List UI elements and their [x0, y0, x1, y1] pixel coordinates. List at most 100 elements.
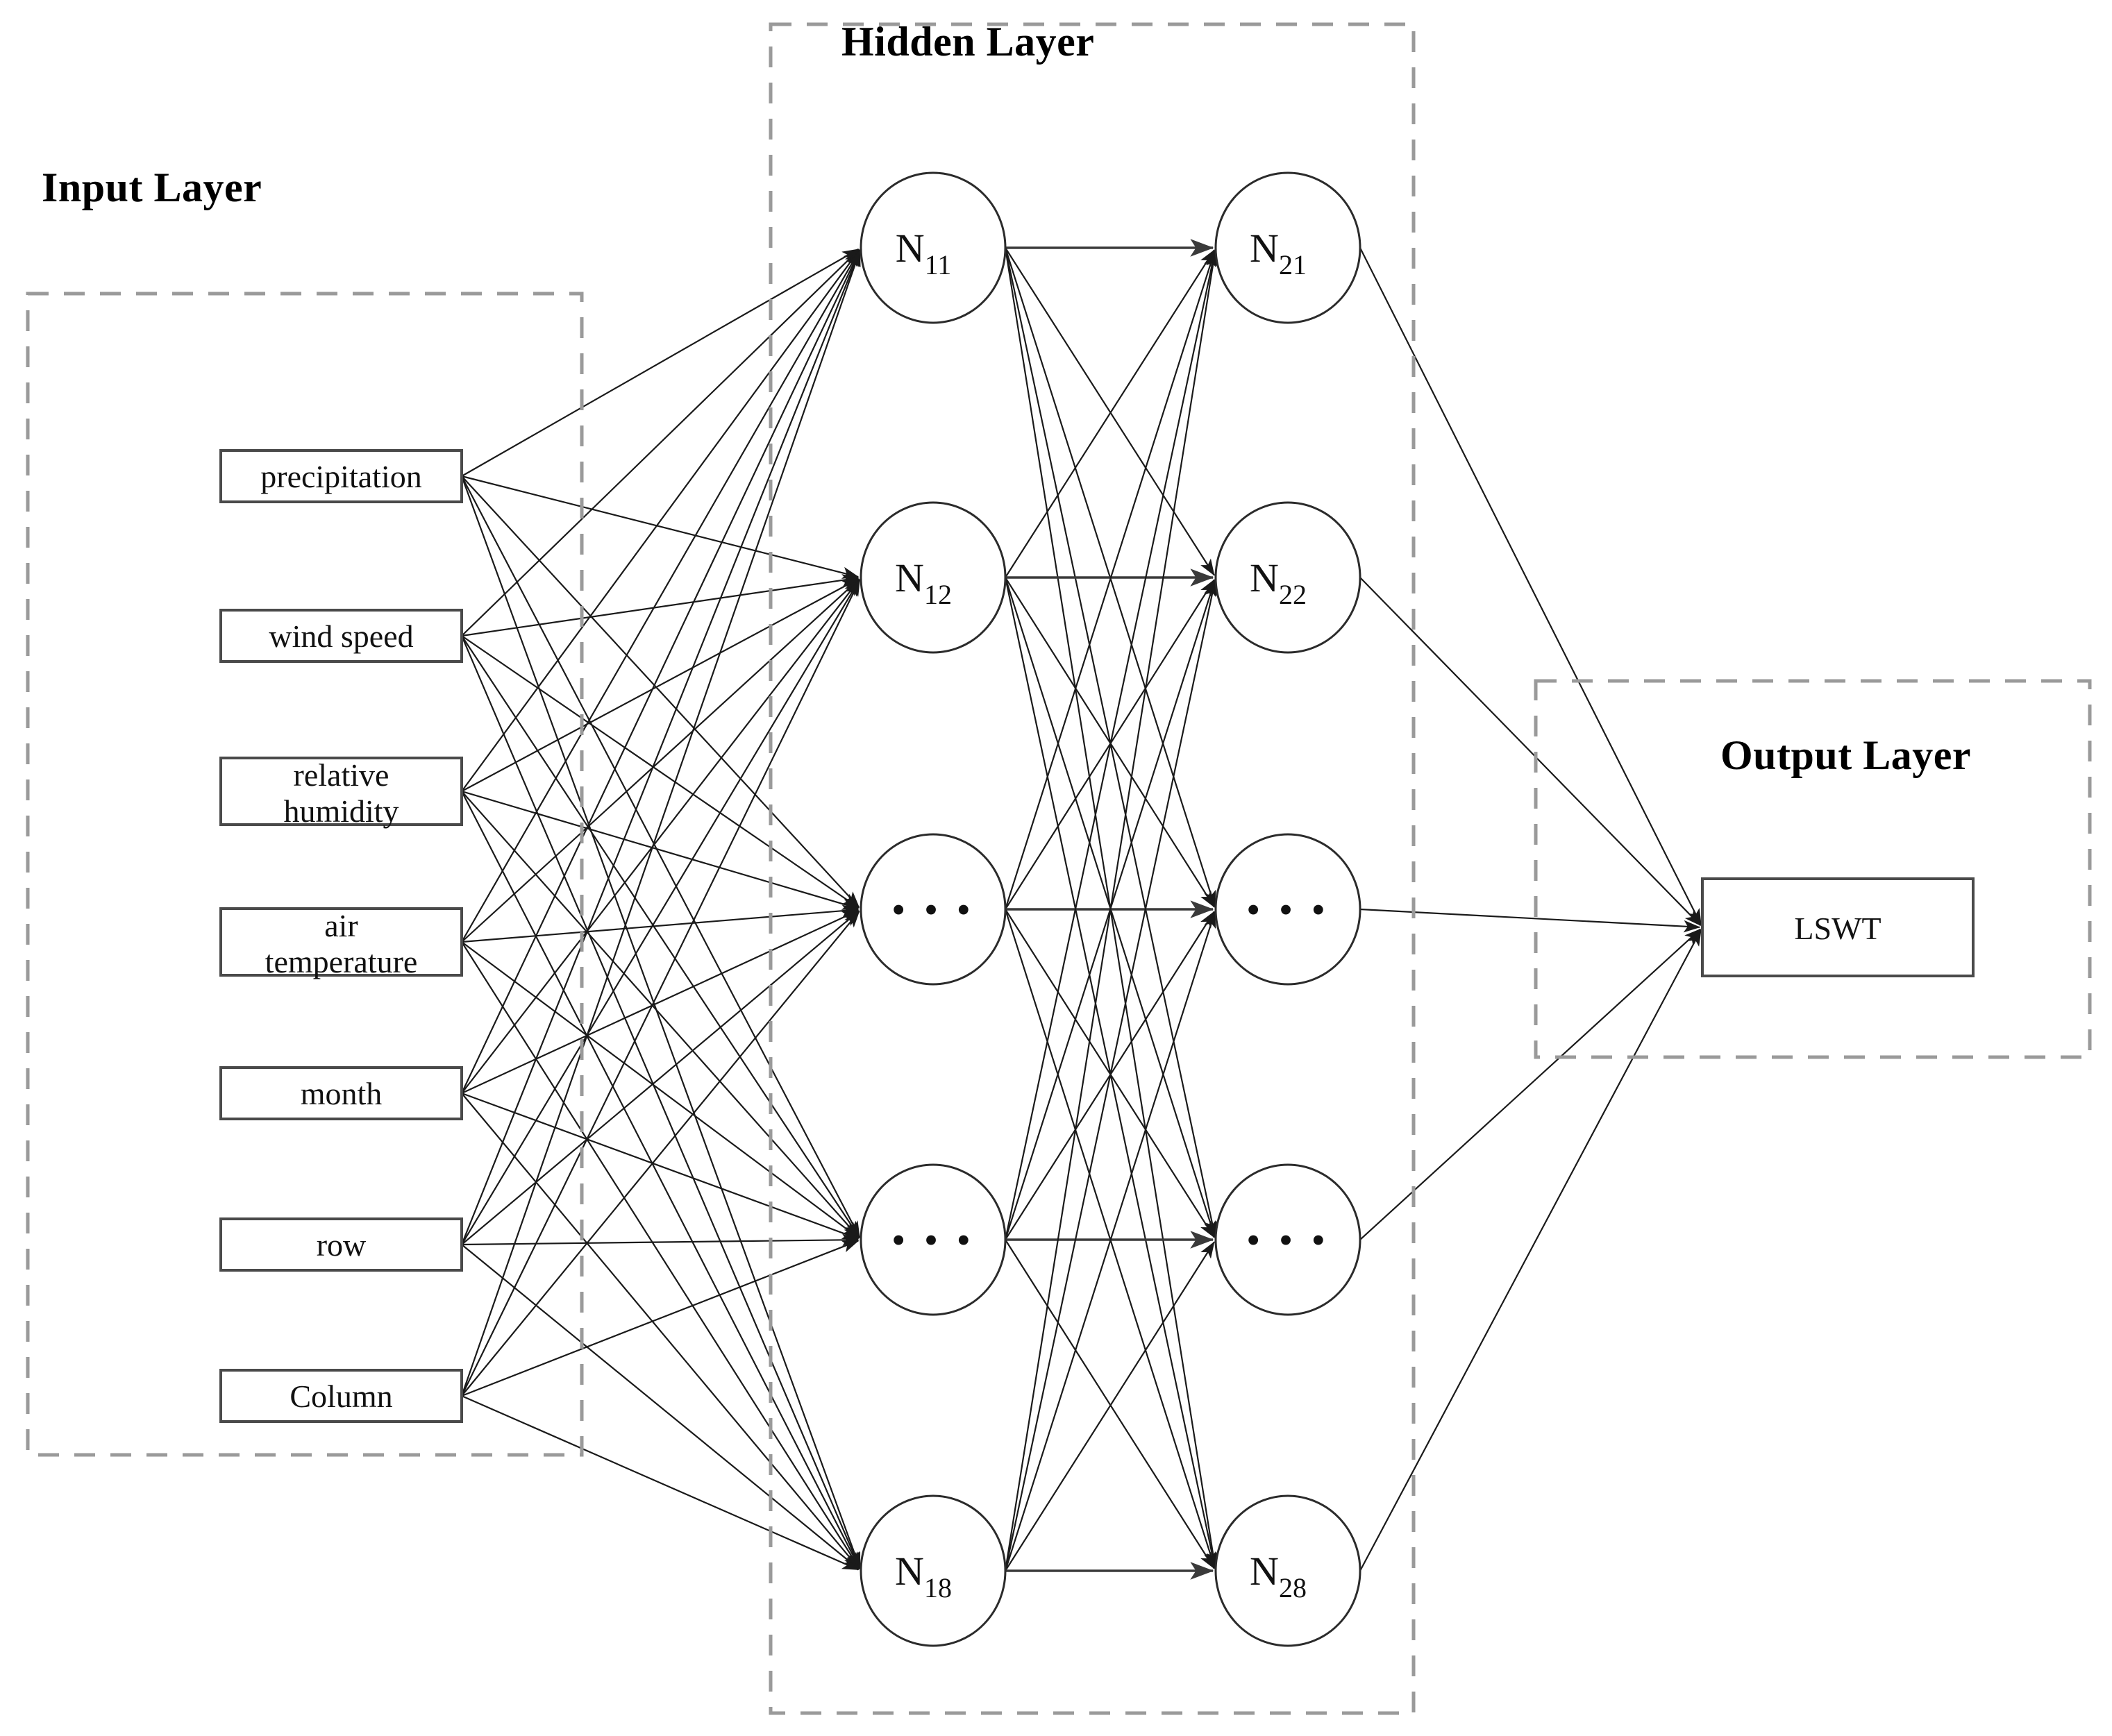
hidden-neuron-circle-c2-r3[interactable] [1214, 833, 1361, 986]
edge-input3-hidden1-2 [461, 904, 860, 943]
edge-input5-hidden1-0 [460, 249, 861, 1245]
edge-hidden1-1-hidden2-0 [1005, 249, 1215, 578]
input-node-box-1[interactable] [219, 609, 463, 663]
hidden-neuron-ellipsis-c2-r4: • • • [1246, 1217, 1330, 1263]
edge-input4-hidden1-2 [461, 909, 860, 1094]
output-node-lswt-label: LSWT [1794, 911, 1881, 946]
hidden-neuron-circle-c1-r5[interactable] [860, 1494, 1007, 1647]
hidden-neuron-ellipsis-c1-r4: • • • [891, 1217, 975, 1263]
edge-input1-hidden1-4 [460, 635, 861, 1569]
input-node-box-3[interactable] [219, 907, 463, 977]
edge-hidden1-4-hidden2-1 [1004, 579, 1218, 1571]
edge-hidden2-3-output [1359, 928, 1702, 1240]
edge-input0-hidden1-2 [461, 475, 860, 909]
edge-input6-hidden1-4 [461, 1394, 860, 1571]
edge-hidden1-1-hidden2-2 [1005, 577, 1215, 908]
connection-edges-layer [460, 239, 1702, 1580]
hidden-neuron-circle-c2-r2[interactable] [1214, 501, 1361, 654]
edge-input3-hidden1-4 [461, 941, 860, 1569]
edge-input2-hidden1-3 [461, 791, 860, 1238]
hidden-neuron[interactable]: N21 [1214, 171, 1361, 324]
output-layer-boundary [1534, 679, 2092, 1059]
edge-input6-hidden1-1 [461, 579, 861, 1397]
hidden-neuron[interactable]: • • • [1214, 1163, 1361, 1316]
edge-input5-hidden1-2 [461, 910, 860, 1245]
edge-input3-hidden1-0 [461, 249, 860, 943]
edge-input4-hidden1-0 [461, 249, 861, 1094]
hidden-neuron[interactable]: N12 [860, 501, 1007, 654]
edge-input3-hidden1-3 [461, 941, 860, 1239]
edge-hidden1-4-hidden2-3 [1005, 1241, 1215, 1571]
hidden-layer-title: Hidden Layer [841, 19, 1094, 65]
input-layer-title: Input Layer [42, 165, 262, 210]
edge-input4-hidden1-4 [461, 1093, 860, 1569]
input-node-label-3-line2: temperature [265, 944, 418, 979]
hidden-neuron-circle-c2-r5[interactable] [1214, 1494, 1361, 1647]
edge-hidden2-4-output [1359, 929, 1702, 1571]
hidden-neuron-circle-c1-r4[interactable] [860, 1163, 1007, 1316]
hidden-neuron[interactable]: N18 [860, 1494, 1007, 1647]
input-node-box-4[interactable] [219, 1066, 463, 1120]
hidden-neuron-circle-c2-r4[interactable] [1214, 1163, 1361, 1316]
hidden-neuron[interactable]: N22 [1214, 501, 1361, 654]
input-node[interactable]: wind speed [219, 609, 463, 663]
edge-input4-hidden1-1 [461, 579, 860, 1094]
hidden-neuron-circle-c1-r2[interactable] [860, 501, 1007, 654]
edge-input1-hidden1-1 [461, 574, 860, 637]
edge-hidden2-0-output [1359, 247, 1702, 926]
edge-input2-hidden1-2 [461, 790, 860, 910]
input-node[interactable]: row [219, 1217, 463, 1272]
input-node-box-5[interactable] [219, 1217, 463, 1272]
edge-hidden1-3-hidden2-4 [1005, 1239, 1215, 1569]
edge-input6-hidden1-2 [461, 911, 860, 1397]
hidden-neuron-ellipsis-c2-r3: • • • [1246, 887, 1330, 932]
edge-input1-hidden1-3 [461, 635, 860, 1238]
edge-hidden2-1-output [1359, 577, 1702, 927]
edge-input1-hidden1-2 [461, 635, 860, 909]
edge-hidden1-4-hidden2-0 [1004, 249, 1219, 1571]
input-node-label-6: Column [290, 1379, 392, 1414]
input-node[interactable]: precipitation [219, 449, 463, 503]
edge-input2-hidden1-1 [461, 578, 860, 792]
input-node-box-0[interactable] [219, 449, 463, 503]
output-node-lswt[interactable] [1701, 877, 1975, 977]
hidden-neuron-ellipsis-c1-r3: • • • [891, 887, 975, 932]
input-node-label-4: month [301, 1076, 383, 1111]
hidden-neuron[interactable]: • • • [860, 1163, 1007, 1316]
input-node-box-2[interactable] [219, 757, 463, 826]
input-node-label-0: precipitation [260, 459, 421, 494]
layer-boundary-boxes [26, 22, 2092, 1715]
input-node-label-1: wind speed [269, 618, 413, 654]
edge-hidden1-4-hidden2-2 [1004, 911, 1216, 1571]
edge-input0-hidden1-3 [461, 475, 861, 1238]
hidden-neuron[interactable]: N11 [860, 171, 1007, 324]
edge-input2-hidden1-0 [461, 249, 860, 792]
layer-titles: Input Layer Hidden Layer Output Layer [42, 19, 1971, 778]
edge-hidden1-0-hidden2-1 [1005, 247, 1215, 576]
edge-hidden1-2-hidden2-0 [1004, 249, 1216, 910]
edge-input2-hidden1-4 [461, 791, 861, 1569]
edge-input0-hidden1-4 [460, 475, 861, 1569]
hidden-neuron[interactable]: • • • [1214, 833, 1361, 986]
hidden-neuron-circle-c1-r1[interactable] [860, 171, 1007, 324]
hidden-neuron[interactable]: N28 [1214, 1494, 1361, 1647]
output-layer-title: Output Layer [1720, 732, 1971, 778]
edge-input5-hidden1-1 [461, 579, 860, 1245]
hidden-neuron[interactable]: • • • [860, 833, 1007, 986]
input-node-box-6[interactable] [219, 1369, 463, 1423]
input-node-label-2: relative [294, 757, 389, 793]
hidden-neuron-circle-c2-r1[interactable] [1214, 171, 1361, 324]
input-node[interactable]: Column [219, 1369, 463, 1423]
hidden-neuron-circle-c1-r3[interactable] [860, 833, 1007, 986]
edge-input5-hidden1-3 [461, 1233, 860, 1247]
output-node-group: LSWT [1701, 877, 1975, 977]
input-node-label-5: row [317, 1227, 367, 1263]
input-node-label-2-line2: humidity [283, 793, 399, 829]
input-node[interactable]: month [219, 1066, 463, 1120]
edge-input6-hidden1-0 [460, 249, 861, 1397]
